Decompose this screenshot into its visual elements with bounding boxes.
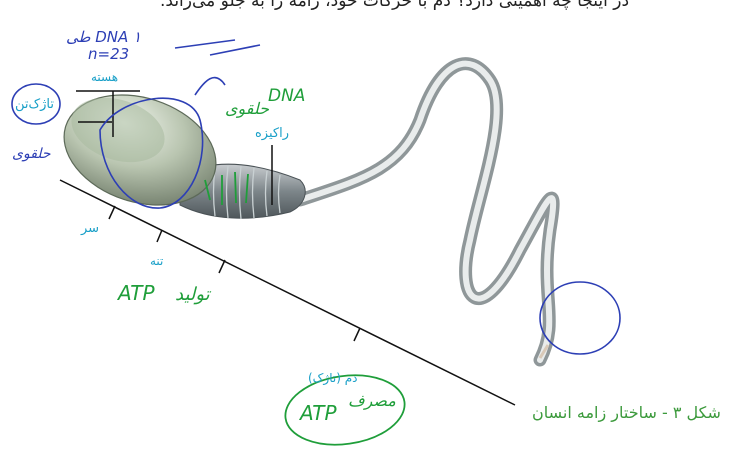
handwritten-note: DNA	[268, 88, 305, 105]
handwritten-note: حلقوی	[225, 101, 269, 117]
label-acrosome: تاژک‌تن	[15, 98, 54, 111]
handwritten-note: n=23	[88, 47, 129, 62]
handwritten-note: DNA ۱ طی	[66, 30, 141, 45]
figure-caption: شکل ۳ - ساختار زامه انسان	[532, 403, 721, 422]
handwritten-note: ATP	[118, 283, 155, 303]
handwritten-note: مصرف	[348, 393, 396, 409]
handwritten-note: حلقوی	[12, 147, 51, 161]
label-tail: دم (تاژک)	[308, 372, 357, 384]
label-head: سر	[81, 222, 99, 235]
handwritten-note: ATP	[300, 403, 337, 423]
label-mitochondria: راکیزه	[255, 127, 289, 140]
label-nucleus: هسته	[91, 71, 118, 83]
handwritten-note: تولید	[175, 286, 210, 304]
label-body: تنه	[150, 255, 163, 267]
